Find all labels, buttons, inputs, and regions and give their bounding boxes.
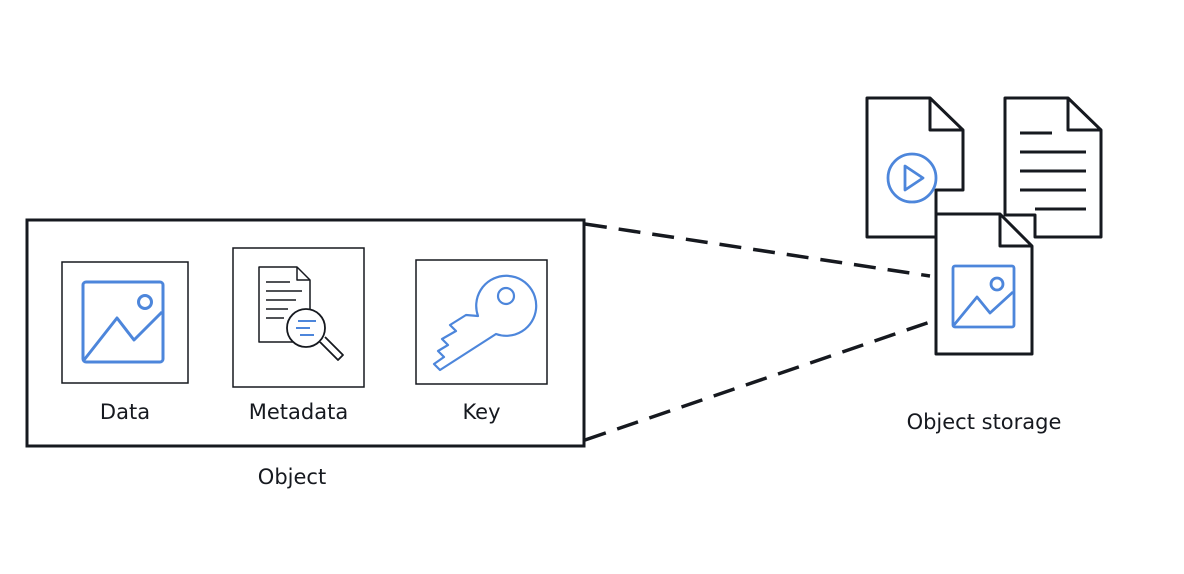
key-icon	[432, 274, 538, 372]
object-label: Object	[257, 465, 327, 489]
data-label: Data	[99, 400, 151, 424]
data-tile	[61, 261, 189, 384]
image-icon	[81, 280, 165, 364]
connector-top-line	[584, 222, 931, 278]
object-storage-label: Object storage	[906, 410, 1062, 434]
key-tile	[415, 259, 548, 385]
text-file-icon	[1003, 96, 1103, 239]
metadata-tile	[232, 247, 365, 388]
image-file-icon	[934, 212, 1034, 356]
object-box	[25, 218, 586, 448]
metadata-label: Metadata	[248, 400, 349, 424]
key-label: Key	[462, 400, 501, 424]
document-search-icon	[258, 266, 344, 361]
connector-bottom-line	[584, 320, 931, 442]
video-file-icon	[865, 96, 965, 239]
